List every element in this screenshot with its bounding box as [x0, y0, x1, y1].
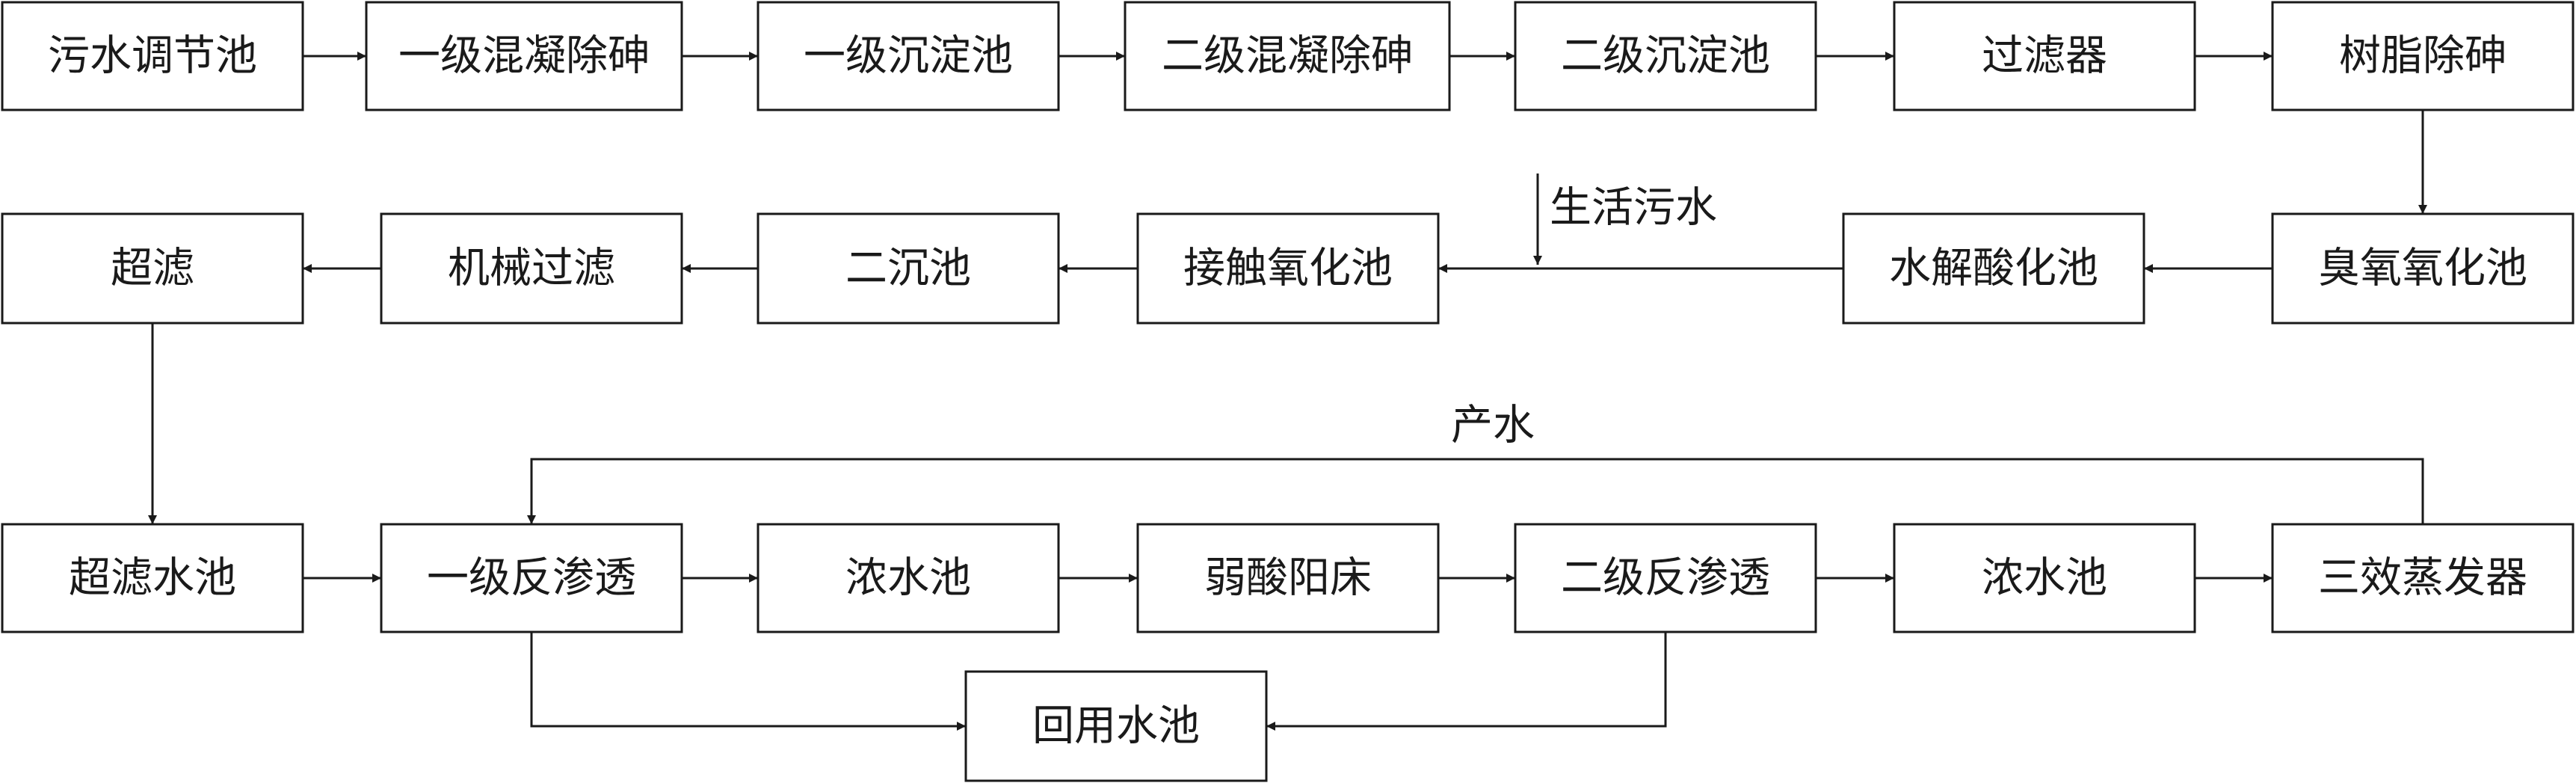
- node-ultrafiltration-water-tank: 超滤水池: [1, 523, 304, 633]
- node-secondary-reverse-osmosis: 二级反渗透: [1514, 523, 1817, 633]
- svg-text:一级反渗透: 一级反渗透: [427, 554, 636, 603]
- svg-text:树脂除砷: 树脂除砷: [2339, 32, 2506, 81]
- svg-text:一级混凝除砷: 一级混凝除砷: [398, 32, 650, 81]
- svg-text:超滤水池: 超滤水池: [69, 554, 236, 603]
- node-concentrate-tank-2: 浓水池: [1893, 523, 2196, 633]
- svg-text:三效蒸发器: 三效蒸发器: [2318, 554, 2527, 603]
- svg-text:二级沉淀池: 二级沉淀池: [1561, 32, 1770, 81]
- svg-text:过滤器: 过滤器: [1982, 32, 2107, 81]
- node-sewage-regulating-tank: 污水调节池: [1, 1, 304, 111]
- svg-text:臭氧氧化池: 臭氧氧化池: [2318, 245, 2527, 293]
- svg-text:浓水池: 浓水池: [1982, 554, 2107, 603]
- node-ultrafiltration: 超滤: [1, 212, 304, 325]
- node-ozone-oxidation-tank: 臭氧氧化池: [2271, 212, 2575, 325]
- svg-text:水解酸化池: 水解酸化池: [1889, 245, 2098, 293]
- node-hydrolysis-acidification-tank: 水解酸化池: [1842, 212, 2145, 325]
- label-domestic-sewage: 生活污水: [1550, 184, 1717, 233]
- svg-text:二沉池: 二沉池: [845, 245, 971, 293]
- node-primary-sedimentation-tank: 一级沉淀池: [757, 1, 1060, 111]
- svg-text:二级反渗透: 二级反渗透: [1561, 554, 1770, 603]
- edge-n15-n21: [530, 632, 966, 731]
- node-secondary-coagulation-arsenic-removal: 二级混凝除砷: [1124, 1, 1451, 111]
- node-secondary-sedimentation-tank: 二级沉淀池: [1514, 1, 1817, 111]
- svg-text:污水调节池: 污水调节池: [48, 32, 257, 81]
- node-triple-effect-evaporator: 三效蒸发器: [2271, 523, 2575, 633]
- svg-text:弱酸阳床: 弱酸阳床: [1204, 554, 1372, 603]
- edge-n20-n15-return: [527, 458, 2424, 524]
- node-contact-oxidation-tank: 接触氧化池: [1136, 212, 1440, 325]
- label-product-water: 产水: [1451, 402, 1535, 450]
- node-reuse-water-tank: 回用水池: [964, 670, 1268, 782]
- svg-text:浓水池: 浓水池: [845, 554, 971, 603]
- svg-text:一级沉淀池: 一级沉淀池: [804, 32, 1013, 81]
- svg-text:机械过滤: 机械过滤: [448, 245, 615, 293]
- svg-text:接触氧化池: 接触氧化池: [1183, 245, 1393, 293]
- node-primary-reverse-osmosis: 一级反渗透: [380, 523, 683, 633]
- svg-text:超滤: 超滤: [111, 245, 194, 293]
- node-weak-acid-cation-bed: 弱酸阳床: [1136, 523, 1440, 633]
- edge-n18-n21: [1266, 632, 1667, 731]
- node-mechanical-filtration: 机械过滤: [380, 212, 683, 325]
- svg-text:回用水池: 回用水池: [1032, 702, 1200, 751]
- node-resin-arsenic-removal: 树脂除砷: [2271, 1, 2575, 111]
- svg-text:二级混凝除砷: 二级混凝除砷: [1162, 32, 1413, 81]
- node-concentrate-tank-1: 浓水池: [757, 523, 1060, 633]
- node-primary-coagulation-arsenic-removal: 一级混凝除砷: [365, 1, 683, 111]
- node-filter: 过滤器: [1893, 1, 2196, 111]
- node-secondary-clarifier: 二沉池: [757, 212, 1060, 325]
